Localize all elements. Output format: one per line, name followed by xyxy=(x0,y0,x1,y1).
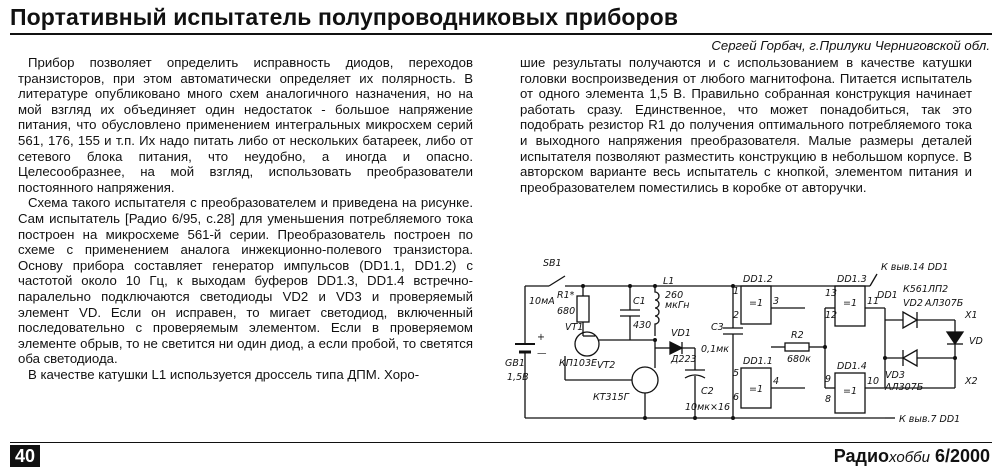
pin-label: 1 xyxy=(733,286,739,297)
label-top-note: К выв.14 DD1 xyxy=(881,262,948,273)
label-vd3-type: АЛ307Б xyxy=(884,382,924,393)
paragraph: В качестве катушки L1 используется дросс… xyxy=(28,366,420,382)
paragraph: Схема такого испытателя с преобразовател… xyxy=(18,195,473,367)
label-l1: L1 xyxy=(663,276,674,287)
label-gate-dd13: =1 xyxy=(843,298,857,309)
pin-label: 4 xyxy=(773,376,779,387)
label-dd1-type: К561ЛП2 xyxy=(903,284,948,295)
label-vt1-type: КП103Е xyxy=(559,358,597,369)
label-gate-dd11: =1 xyxy=(749,384,763,395)
label-vt2-type: КТ315Г xyxy=(593,392,630,403)
pin-label: 13 xyxy=(825,288,837,299)
journal-title: Радио xyxy=(833,446,890,466)
label-c2: C2 xyxy=(701,386,714,397)
label-minus: — xyxy=(537,348,547,359)
journal-suffix: хобби xyxy=(889,449,930,466)
label-vt2: VT2 xyxy=(597,360,615,371)
pin-label: 6 xyxy=(733,392,739,403)
page-number: 40 xyxy=(10,445,40,467)
label-c1-value: 430 xyxy=(633,320,651,331)
label-c3: C3 xyxy=(711,322,724,333)
label-gate-dd14: =1 xyxy=(843,386,857,397)
pin-label: 12 xyxy=(825,310,837,321)
label-dd1: DD1 xyxy=(877,290,898,301)
label-vd3: VD3 xyxy=(885,370,905,381)
label-c3-value: 0,1мк xyxy=(701,344,729,355)
pin-label: 3 xyxy=(773,296,779,307)
label-c2-value: 10мк×16 xyxy=(685,402,730,413)
label-dd12: DD1.2 xyxy=(743,274,773,285)
pin-label: 2 xyxy=(733,310,739,321)
pin-label: 11 xyxy=(867,296,879,307)
label-r1: R1* xyxy=(557,290,575,301)
article-title: Портативный испытатель полупроводниковых… xyxy=(10,4,679,30)
label-vd2-type: АЛ307Б xyxy=(924,298,964,309)
label-vd: VD xyxy=(969,336,983,347)
label-gb1: GB1 xyxy=(505,358,525,369)
label-vt1: VT1 xyxy=(565,322,583,333)
label-gate-dd12: =1 xyxy=(749,298,763,309)
label-vd1-type: Д223 xyxy=(670,354,697,365)
label-vd2: VD2 xyxy=(903,298,923,309)
paragraph: шие результаты получаются и с использова… xyxy=(520,55,972,195)
title-rule xyxy=(10,33,992,35)
pin-label: 9 xyxy=(825,374,831,385)
label-vd1: VD1 xyxy=(671,328,691,339)
label-x2: X2 xyxy=(964,376,978,387)
label-bottom-note: К выв.7 DD1 xyxy=(899,414,960,425)
pin-label: 10 xyxy=(867,376,879,387)
label-sb1: SB1 xyxy=(543,258,562,269)
label-current: 10мА xyxy=(529,296,555,307)
circuit-schematic: SB1 10мА R1* 680 C1 430 L1 260 мкГн VT1 … xyxy=(505,258,983,425)
label-l1-unit: мкГн xyxy=(665,300,689,311)
label-r2-value: 680к xyxy=(787,354,811,365)
right-column: шие результаты получаются и с использова… xyxy=(520,55,972,195)
label-plus: + xyxy=(537,332,545,343)
label-dd11: DD1.1 xyxy=(743,356,773,367)
label-dd14: DD1.4 xyxy=(837,361,867,372)
journal-issue: 6/2000 xyxy=(934,446,990,466)
label-l1-value: 260 xyxy=(665,290,683,301)
author-line: Сергей Горбач, г.Прилуки Черниговской об… xyxy=(711,38,990,53)
pin-label: 8 xyxy=(825,394,831,405)
journal-name: Радиохобби 6/2000 xyxy=(834,446,990,467)
pin-label: 5 xyxy=(733,368,739,379)
label-gb1-value: 1,5В xyxy=(507,372,529,383)
footer-rule xyxy=(10,442,992,443)
paragraph: Прибор позволяет определить исправность … xyxy=(18,55,473,195)
label-r2: R2 xyxy=(791,330,804,341)
label-x1: X1 xyxy=(964,310,978,321)
left-column: Прибор позволяет определить исправность … xyxy=(18,55,473,382)
label-dd13: DD1.3 xyxy=(837,274,867,285)
label-r1-value: 680 xyxy=(557,306,575,317)
label-c1: C1 xyxy=(633,296,646,307)
